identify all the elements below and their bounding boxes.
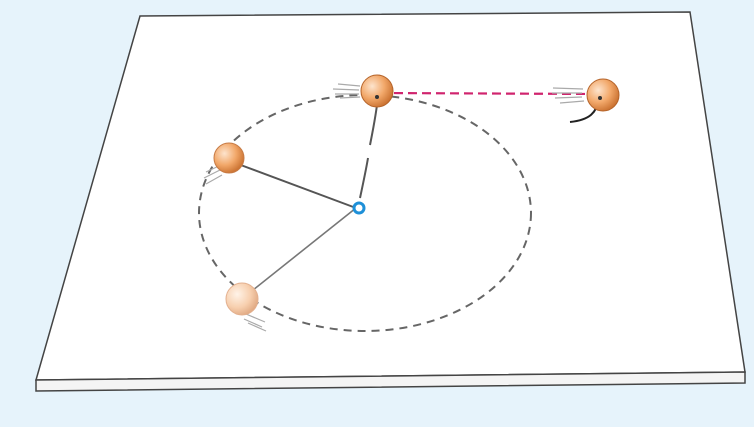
table-front-edge <box>35 371 746 392</box>
ball-icon <box>586 78 620 112</box>
string-bottom <box>247 207 357 295</box>
ball-icon <box>225 282 259 316</box>
table <box>35 11 746 392</box>
attachment-dot <box>598 96 602 100</box>
balls <box>213 74 620 316</box>
string-left <box>237 163 357 209</box>
tangent-path <box>379 91 595 96</box>
strings <box>237 99 599 295</box>
broken-string-icon <box>369 104 378 146</box>
ball-icon <box>360 74 394 108</box>
broken-string-lower <box>359 157 369 199</box>
pivot-icon <box>352 201 366 215</box>
ball-icon <box>213 142 245 174</box>
table-top <box>35 11 746 381</box>
attachment-dot <box>375 95 379 99</box>
